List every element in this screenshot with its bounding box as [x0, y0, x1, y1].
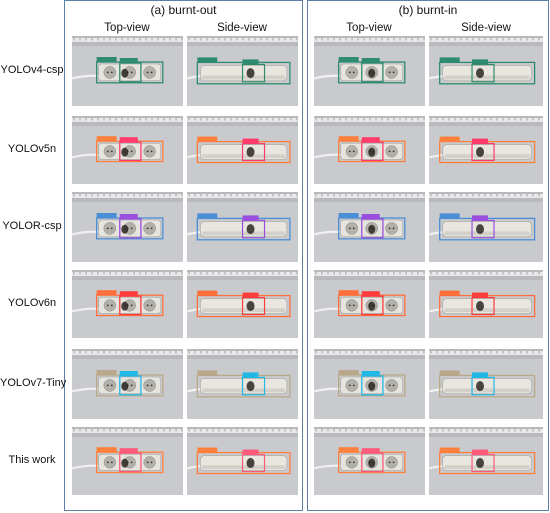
row-label-4: YOLOv7-Tiny — [0, 377, 67, 389]
thumb-burnt-out-top-2 — [72, 192, 183, 262]
thumb-burnt-out-top-4 — [72, 349, 183, 419]
burnt-in-title: (b) burnt-in — [398, 3, 458, 17]
thumb-burnt-in-side-1 — [429, 116, 543, 184]
thumb-burnt-in-side-5 — [429, 427, 543, 495]
thumb-burnt-out-side-3 — [187, 270, 298, 338]
burnt-in-side-view-label: Side-view — [461, 22, 511, 34]
thumb-burnt-in-top-5 — [314, 427, 425, 495]
row-label-2: YOLOR-csp — [2, 220, 62, 232]
detection-image — [314, 270, 425, 338]
detection-image — [72, 116, 183, 184]
thumb-burnt-in-top-1 — [314, 116, 425, 184]
detection-image — [314, 192, 425, 262]
detection-image — [187, 270, 298, 338]
thumb-burnt-out-top-5 — [72, 427, 183, 495]
burnt-in-group-frame — [307, 0, 549, 511]
detection-image — [187, 349, 298, 419]
detection-image — [429, 192, 543, 262]
detection-image — [429, 116, 543, 184]
row-label-3: YOLOv6n — [7, 297, 57, 309]
thumb-burnt-in-top-2 — [314, 192, 425, 262]
burnt-in-top-view-label: Top-view — [346, 22, 392, 34]
burnt-out-title: (a) burnt-out — [150, 3, 217, 17]
thumb-burnt-out-side-0 — [187, 36, 298, 106]
detection-image — [72, 36, 183, 106]
detection-image — [72, 270, 183, 338]
detection-image — [429, 427, 543, 495]
thumb-burnt-out-top-1 — [72, 116, 183, 184]
detection-image — [72, 427, 183, 495]
detection-image — [429, 270, 543, 338]
thumb-burnt-in-side-0 — [429, 36, 543, 106]
detection-image — [187, 116, 298, 184]
thumb-burnt-in-side-4 — [429, 349, 543, 419]
detection-image — [314, 36, 425, 106]
thumb-burnt-in-side-3 — [429, 270, 543, 338]
detection-image — [429, 349, 543, 419]
detection-image — [72, 349, 183, 419]
detection-image — [187, 36, 298, 106]
detection-image — [314, 116, 425, 184]
thumb-burnt-in-top-4 — [314, 349, 425, 419]
detection-image — [429, 36, 543, 106]
detection-image — [314, 349, 425, 419]
detection-image — [187, 192, 298, 262]
thumb-burnt-out-top-3 — [72, 270, 183, 338]
thumb-burnt-out-side-2 — [187, 192, 298, 262]
thumb-burnt-out-top-0 — [72, 36, 183, 106]
detection-image — [314, 427, 425, 495]
thumb-burnt-in-side-2 — [429, 192, 543, 262]
row-label-0: YOLOv4-csp — [0, 64, 64, 76]
burnt-out-top-view-label: Top-view — [104, 22, 150, 34]
thumb-burnt-out-side-5 — [187, 427, 298, 495]
row-label-5: This work — [8, 454, 56, 466]
detection-image — [187, 427, 298, 495]
thumb-burnt-out-side-4 — [187, 349, 298, 419]
row-label-1: YOLOv5n — [7, 143, 57, 155]
burnt-out-side-view-label: Side-view — [217, 22, 267, 34]
thumb-burnt-out-side-1 — [187, 116, 298, 184]
detection-image — [72, 192, 183, 262]
thumb-burnt-in-top-0 — [314, 36, 425, 106]
thumb-burnt-in-top-3 — [314, 270, 425, 338]
burnt-out-group-frame — [64, 0, 303, 511]
